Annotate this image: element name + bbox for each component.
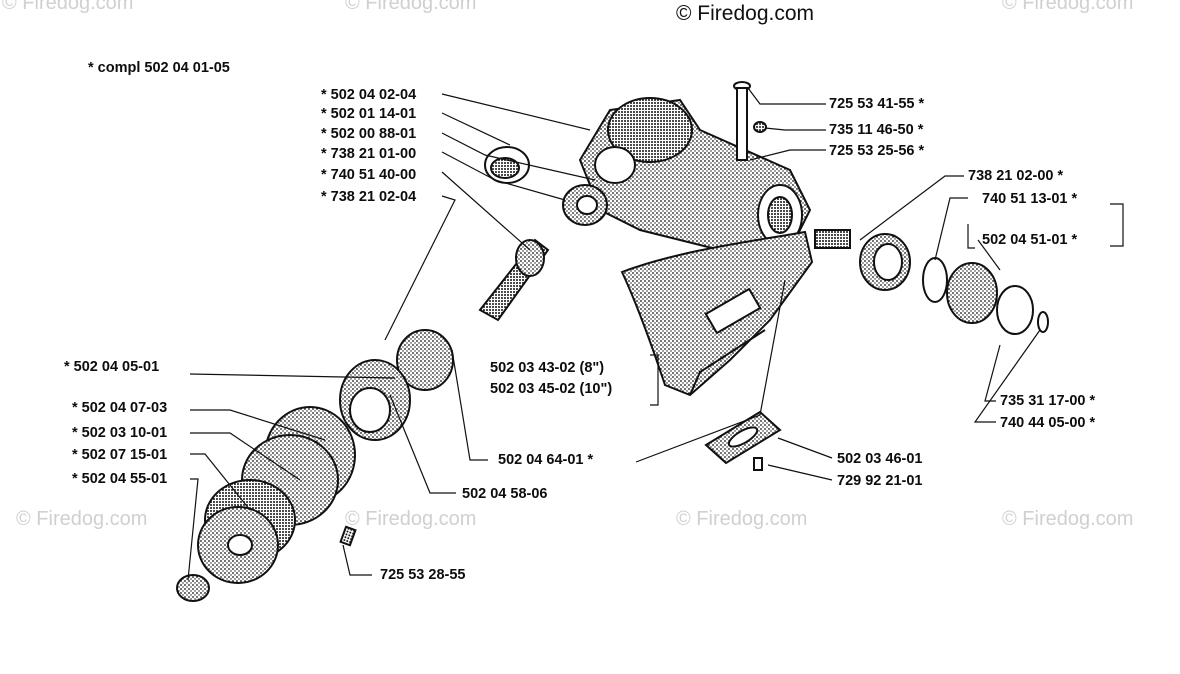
header-note: * compl 502 04 01-05 bbox=[88, 60, 230, 76]
leader-lines bbox=[187, 87, 1124, 581]
part-label: 729 92 21-01 bbox=[837, 473, 923, 489]
part-label: 502 04 58-06 bbox=[462, 486, 548, 502]
part-label: 738 21 02-00 * bbox=[968, 168, 1064, 184]
part-label: 502 03 43-02 (8") bbox=[490, 360, 605, 376]
part-label: * 502 07 15-01 bbox=[72, 447, 168, 463]
part-label: 725 53 28-55 bbox=[380, 567, 466, 583]
part-label: 735 11 46-50 * bbox=[829, 122, 924, 138]
part-label: 740 44 05-00 * bbox=[1000, 415, 1096, 431]
part-label: 725 53 41-55 * bbox=[829, 96, 925, 112]
part-label: * 738 21 01-00 bbox=[321, 146, 417, 162]
part-label: 502 04 51-01 * bbox=[982, 232, 1078, 248]
blade-guard bbox=[620, 230, 814, 397]
pinion-parts bbox=[478, 146, 608, 322]
part-label: * 502 04 05-01 bbox=[64, 359, 160, 375]
part-label: * 740 51 40-00 bbox=[321, 167, 417, 183]
plate-and-screw bbox=[339, 410, 782, 547]
part-label: 502 03 46-01 bbox=[837, 451, 923, 467]
part-label: 735 31 17-00 * bbox=[1000, 393, 1096, 409]
part-label: * 502 04 02-04 bbox=[321, 87, 417, 103]
lower-assembly bbox=[176, 329, 454, 602]
part-label: 725 53 25-56 * bbox=[829, 143, 925, 159]
right-shaft-parts bbox=[814, 229, 1049, 335]
part-label: 502 04 64-01 * bbox=[498, 452, 594, 468]
part-label: * 502 04 55-01 bbox=[72, 471, 168, 487]
part-label: 740 51 13-01 * bbox=[982, 191, 1078, 207]
part-label: * 502 01 14-01 bbox=[321, 106, 417, 122]
watermark: © Firedog.com bbox=[345, 0, 477, 14]
gear-housing bbox=[578, 97, 812, 251]
watermark: © Firedog.com bbox=[16, 508, 148, 530]
part-label: 502 03 45-02 (10") bbox=[490, 381, 613, 397]
watermark: © Firedog.com bbox=[676, 2, 815, 25]
watermark: © Firedog.com bbox=[1002, 508, 1134, 530]
part-label: * 502 00 88-01 bbox=[321, 126, 417, 142]
watermark: © Firedog.com bbox=[345, 508, 477, 530]
part-label: * 502 03 10-01 bbox=[72, 425, 168, 441]
part-label: * 738 21 02-04 bbox=[321, 189, 417, 205]
part-label: * 502 04 07-03 bbox=[72, 400, 168, 416]
watermark: © Firedog.com bbox=[2, 0, 134, 14]
watermark: © Firedog.com bbox=[1002, 0, 1134, 14]
bolt-725-53-41-55 bbox=[733, 81, 767, 161]
watermark: © Firedog.com bbox=[676, 508, 808, 530]
